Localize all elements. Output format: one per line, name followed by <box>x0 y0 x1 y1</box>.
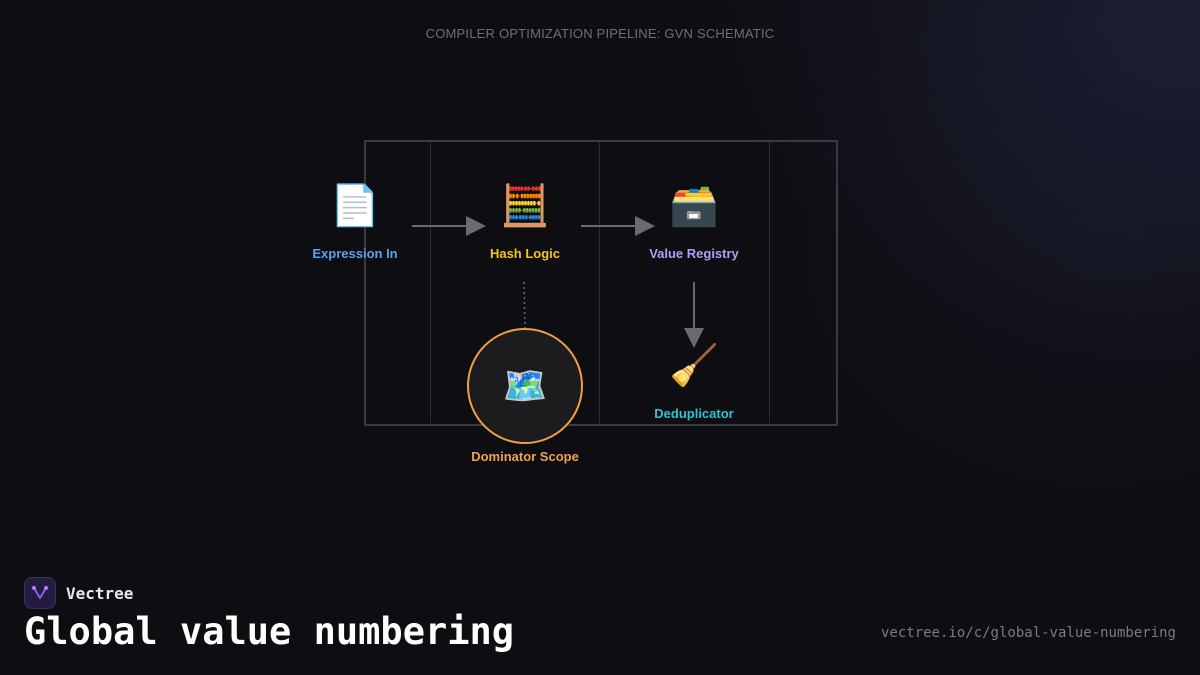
brand-name: Vectree <box>66 583 134 603</box>
column-divider <box>769 142 770 423</box>
node-label: Deduplicator <box>654 406 734 421</box>
page-title: Global value numbering <box>24 610 515 653</box>
node-value-registry: 🗃️ Value Registry <box>624 182 764 261</box>
column-divider <box>430 142 431 423</box>
diagram-frame <box>364 140 838 426</box>
node-expression-in: 📄 Expression In <box>285 182 425 261</box>
page-document-icon: 📄 <box>330 184 380 228</box>
abacus-icon: 🧮 <box>500 184 550 228</box>
node-label: Value Registry <box>649 246 739 261</box>
node-deduplicator: 🧹 Deduplicator <box>624 342 764 421</box>
vectree-logo-icon <box>24 577 56 609</box>
page-url[interactable]: vectree.io/c/global-value-numbering <box>880 625 1176 641</box>
node-label: Expression In <box>312 246 398 261</box>
node-label: Dominator Scope <box>471 449 579 464</box>
card-file-box-icon: 🗃️ <box>669 184 719 228</box>
brand[interactable]: Vectree <box>24 577 133 609</box>
node-label: Hash Logic <box>489 246 561 261</box>
schematic-title: COMPILER OPTIMIZATION PIPELINE: GVN SCHE… <box>425 26 775 41</box>
world-map-icon: 🗺️ <box>502 365 548 406</box>
broom-icon: 🧹 <box>669 344 719 388</box>
node-dominator-scope: 🗺️ <box>467 328 583 444</box>
node-hash-logic: 🧮 Hash Logic <box>455 182 595 261</box>
column-divider <box>599 142 600 423</box>
